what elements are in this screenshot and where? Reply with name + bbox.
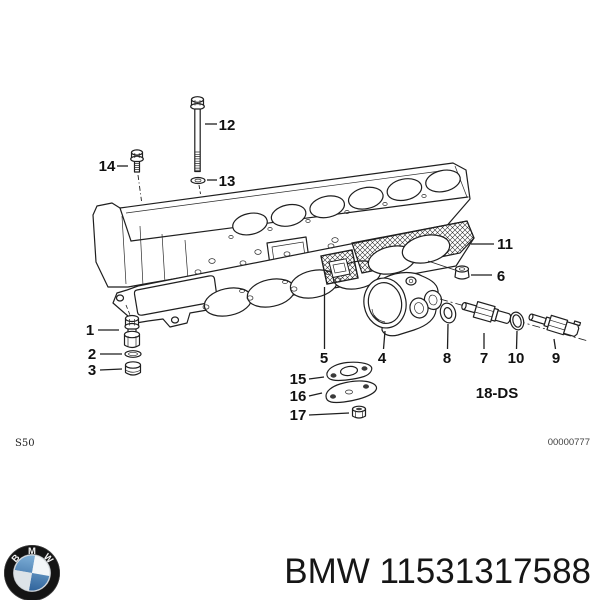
leader-lines <box>98 123 557 416</box>
part-3-cap <box>124 361 142 376</box>
callout-16[interactable]: 16 <box>290 388 307 405</box>
callout-3[interactable]: 3 <box>88 362 96 379</box>
bmw-roundel-quadrants <box>14 555 50 591</box>
head-ports <box>232 169 461 236</box>
part-6-nut <box>427 260 470 280</box>
callout-6[interactable]: 6 <box>497 268 505 285</box>
drawing-number: 00000777 <box>548 437 590 448</box>
part-number-text: BMW 11531317588 <box>284 552 591 591</box>
part-17-nut <box>351 405 367 419</box>
part-9-sensor <box>528 313 582 338</box>
part-12-bolt <box>190 96 205 173</box>
callout-10[interactable]: 10 <box>508 350 525 367</box>
part-15-gasket-plate <box>326 361 373 382</box>
variant-code-label: 18-DS <box>476 385 519 402</box>
part-4-housing <box>363 271 443 337</box>
callout-8[interactable]: 8 <box>443 350 451 367</box>
part-11-gasket-set-band <box>351 220 475 275</box>
callout-9[interactable]: 9 <box>552 350 560 367</box>
part-2-washer <box>124 350 142 358</box>
part-10-oring <box>509 311 525 331</box>
part-1-plug <box>123 304 141 349</box>
callout-12[interactable]: 12 <box>219 117 236 134</box>
part-7-sensor <box>461 301 515 324</box>
part-14-bolt <box>130 149 144 202</box>
callout-4[interactable]: 4 <box>378 350 387 367</box>
callout-15[interactable]: 15 <box>290 371 307 388</box>
part-5-gasket-section <box>320 249 359 285</box>
callout-2[interactable]: 2 <box>88 346 96 363</box>
callout-11[interactable]: 11 <box>497 236 513 253</box>
callout-17[interactable]: 17 <box>290 407 307 424</box>
callout-5[interactable]: 5 <box>320 350 328 367</box>
callout-1[interactable]: 1 <box>86 322 94 339</box>
part-16-cover-plate <box>325 380 378 404</box>
callout-13[interactable]: 13 <box>219 173 236 190</box>
callout-14[interactable]: 14 <box>99 158 116 175</box>
bmw-logo: B M W <box>4 545 60 600</box>
logo-letter-m: M <box>28 546 36 557</box>
callout-7[interactable]: 7 <box>480 350 488 367</box>
part-8-seal <box>439 302 457 324</box>
plate-code-left: S50 <box>15 438 35 449</box>
part-13-washer <box>190 176 206 195</box>
callout-labels: 1 2 3 4 5 6 7 8 9 10 11 12 13 14 15 16 1… <box>86 117 560 424</box>
head-bolt-holes <box>228 194 427 239</box>
